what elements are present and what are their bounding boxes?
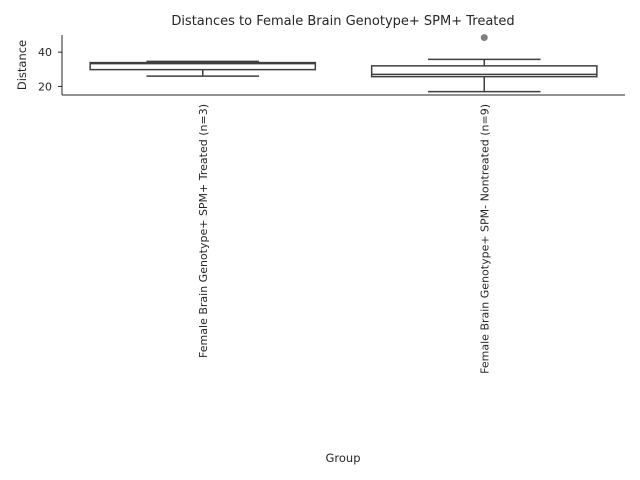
box-group [370,34,598,93]
outlier-point [480,34,488,42]
y-tick-label: 20 [38,80,52,93]
box-group [89,60,317,77]
x-tick-label: Female Brain Genotype+ SPM- Nontreated (… [478,104,491,374]
boxes [89,34,598,93]
iqr-box [89,61,317,71]
y-axis-label: Distance [15,40,29,90]
chart-title: Distances to Female Brain Genotype+ SPM+… [171,14,514,29]
x-axis-label: Group [325,451,360,465]
iqr-box [370,65,598,78]
y-tick-label: 40 [38,46,52,59]
x-tick-label: Female Brain Genotype+ SPM+ Treated (n=3… [197,104,210,358]
x-ticks: Female Brain Genotype+ SPM+ Treated (n=3… [197,104,492,374]
